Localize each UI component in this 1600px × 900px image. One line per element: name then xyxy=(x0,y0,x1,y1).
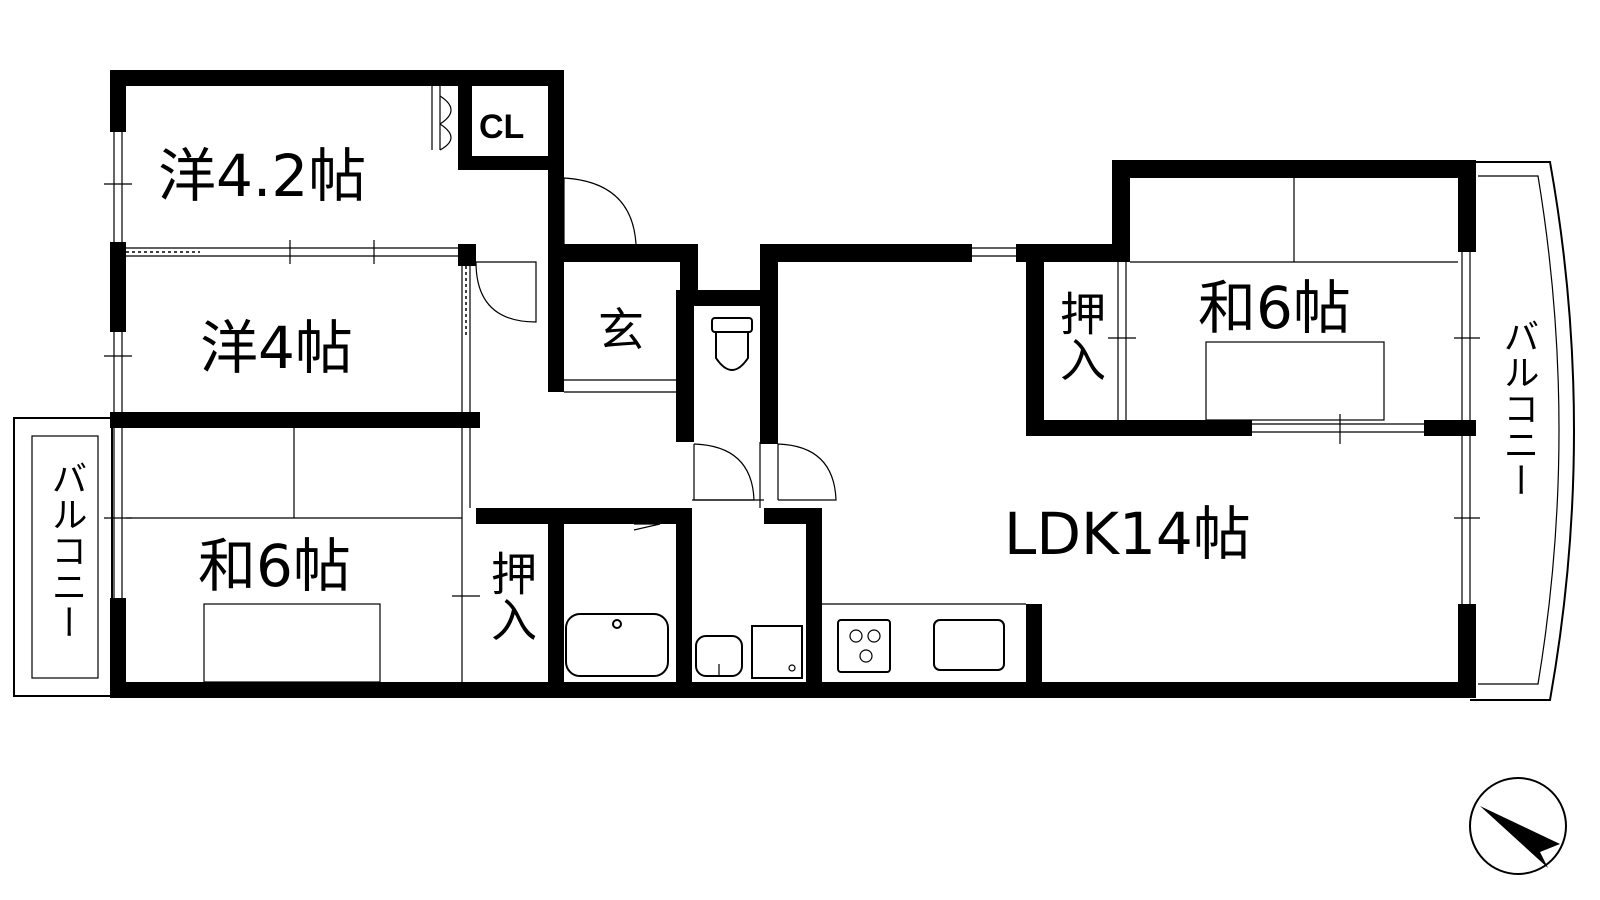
room-label-entrance: 玄 xyxy=(598,303,644,357)
balcony-left xyxy=(13,417,113,697)
compass-icon xyxy=(1469,777,1567,875)
balcony-label-left: バルコニー xyxy=(46,460,87,640)
washer-icon xyxy=(751,625,803,679)
sink-icon xyxy=(933,619,1005,671)
balcony-label-right: バルコニー xyxy=(1498,318,1539,498)
room-label-western-4-2: 洋4.2帖 xyxy=(158,142,366,210)
room-label-japanese-6-right: 和6帖 xyxy=(1198,274,1351,342)
balcony-right xyxy=(1470,161,1575,701)
room-label-oshiire-right: 押入 xyxy=(1053,290,1107,382)
room-label-western-4: 洋4帖 xyxy=(200,314,353,382)
room-label-ldk: LDK14帖 xyxy=(1004,500,1251,568)
washbasin-icon xyxy=(695,635,743,677)
closet-label: CL xyxy=(479,108,524,146)
room-label-japanese-6-left: 和6帖 xyxy=(198,532,351,600)
walls xyxy=(110,70,1476,698)
room-label-oshiire-bottom: 押入 xyxy=(484,550,538,642)
bathtub-icon xyxy=(565,523,669,677)
stove-icon xyxy=(837,619,891,673)
fixtures-lines xyxy=(104,86,1480,683)
toilet-icon xyxy=(711,317,753,371)
